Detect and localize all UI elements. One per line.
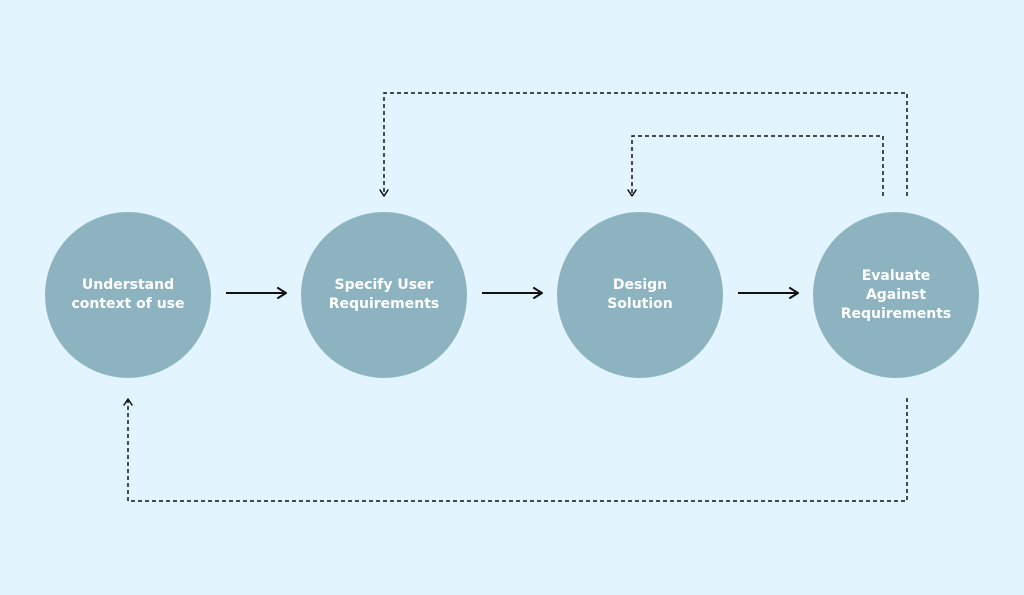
node-label: Evaluate Against Requirements	[840, 267, 952, 322]
node-design-solution: Design Solution	[557, 212, 723, 378]
node-label: Understand context of use	[71, 277, 185, 312]
node-evaluate-requirements: Evaluate Against Requirements	[813, 212, 979, 378]
node-label: Specify User Requirements	[328, 277, 440, 312]
edge-evaluate-to-requirements	[379, 92, 908, 197]
edge-evaluate-to-design	[627, 135, 884, 197]
node-specify-requirements: Specify User Requirements	[301, 212, 467, 378]
node-understand-context: Understand context of use	[45, 212, 211, 378]
edge-evaluate-to-context	[123, 398, 908, 502]
node-label: Design Solution	[607, 277, 673, 312]
